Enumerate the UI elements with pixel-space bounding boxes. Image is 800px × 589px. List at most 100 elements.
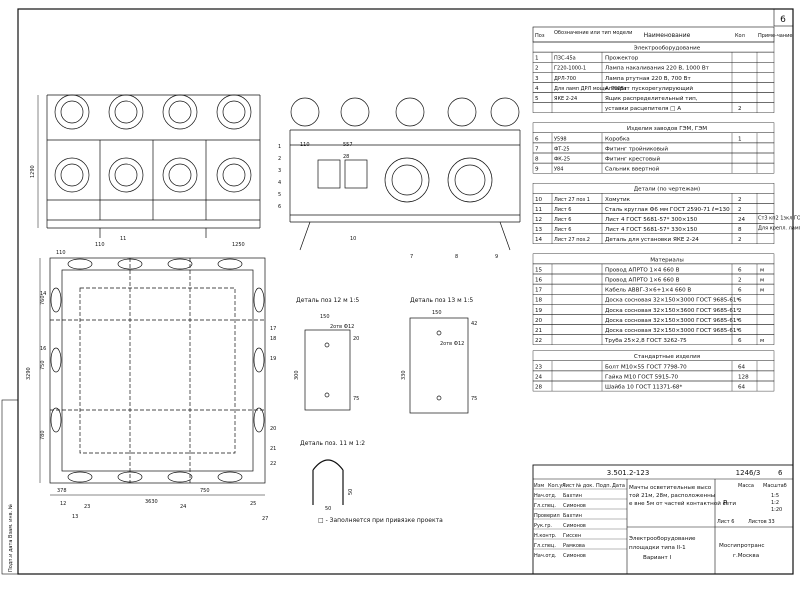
row-qty: 6 [738,288,742,294]
row-name: Прожектор [605,56,639,62]
legend-note: □ - Заполняется при привязке проекта [318,517,443,524]
tb-header-col: Подп. [596,483,612,489]
tb-person: Симонов [563,553,586,559]
tb-person: Рамкова [563,543,585,549]
row-pos: 11 [535,207,543,213]
tb-person: Бахтин [563,513,582,519]
detail-12-holes: 2отв Ф12 [330,324,354,330]
row-pos: 5 [535,96,539,102]
callout-label: 10 [350,236,356,242]
row-qty: 2 [738,106,742,112]
section-electrical: Электрооборудование [634,46,701,52]
row-qty: 24 [738,217,746,223]
row-name: Шайба 10 ГОСТ 11371-68* [605,384,682,391]
row-designation: ЯКЕ 2-24 [554,96,577,102]
row-name: Аппарат пускорегулирующий [605,85,693,92]
tb-description-2: той 21м, 28м, расположенны [629,492,715,499]
plan-dim-h3: 760 [40,295,46,305]
row-pos: 20 [535,318,543,324]
hdr-note: Приме-чание [758,33,792,39]
row-name: Деталь для установки ЯКЕ 2-24 [605,237,699,243]
callout-label: 2 [278,156,281,162]
callout-label: 4 [278,180,281,186]
row-name: Доска сосновая 32×150×3000 ГОСТ 9685-61* [605,298,739,304]
detail-13-width: 150 [432,310,442,316]
row-name: Доска сосновая 32×150×3600 ГОСТ 9685-61* [605,308,739,314]
row-qty: 8 [738,227,742,233]
row-note: Ст3 кп2 1зкл ГОСТ 380-71* [758,216,800,222]
row-pos: 12 [535,217,542,223]
tb-role: Рук.гр. [534,523,552,529]
plan-dim-h1: 780 [40,430,46,440]
callout-label: 6 [278,204,281,210]
row-designation: У598 [554,136,567,142]
row-designation: ФК-25 [554,157,570,163]
callout-label: 17 [270,326,276,332]
detail-12-title: Деталь поз 12 м 1:5 [296,297,359,304]
sheet-no: 6 [778,469,783,477]
row-name: Ящик распределительный тип, [605,95,698,102]
tb-org-city: г.Москва [733,553,759,559]
tb-scale: 1:2 [771,500,779,506]
callout-label: 12 [60,501,66,507]
plan-view [39,257,266,496]
callout-label: 3 [278,168,281,174]
callout-label: 18 [270,336,276,342]
tb-person: Бахтин [563,493,582,499]
plan-dim-w2: 3630 [145,499,158,505]
row-name: Провод АПРТО 1×4 660 В [605,267,680,273]
front-height-dim: 1290 [30,165,36,178]
section-standard: Стандартные изделия [634,354,700,360]
tb-subtitle-2: площадки типа II-1 [629,545,686,551]
row-pos: 3 [535,76,539,82]
detail-13-title: Деталь поз 13 м 1:5 [410,297,473,304]
row-pos: 15 [535,267,543,273]
detail-12-width: 150 [320,314,330,320]
row-pos: 19 [535,308,543,314]
tb-description: Мачты осветительные высо [629,485,712,491]
row-name: Труба 25×2,8 ГОСТ 3262-75 [604,338,687,344]
row-name: Доска сосновая 32×150×3000 ГОСТ 9685-61* [605,328,739,334]
tb-role: Проверил [534,513,560,519]
row-qty: 2 [738,278,742,284]
callout-label: 27 [262,516,268,522]
tb-mass-label: Масса [738,483,754,489]
detail-13-holes: 2отв Ф12 [440,341,464,347]
sheet-number: 6 [780,15,786,25]
detail-13-plate [409,317,469,414]
row-name: Доска сосновая 32×150×3000 ГОСТ 9685-61* [605,318,739,324]
tb-scale-label: Масштаб [763,483,787,489]
tb-role: Нач.отд. [534,493,557,499]
row-designation: ДРЛ-700 [554,76,576,82]
row-unit: м [760,267,764,273]
row-name: Сальник ввертной [605,166,660,173]
row-unit: м [760,278,764,284]
sheet-ref: 1246/3 [736,469,761,477]
row-designation: Лист 6 [554,207,571,213]
row-qty: 6 [738,318,742,324]
tb-sheet-label: Лист 6 [717,519,734,525]
row-pos: 8 [535,157,539,163]
row-unit: м [760,288,764,294]
plan-dim-edge: 110 [56,250,66,256]
front-elevation [37,94,261,238]
row-designation: Г220-1000-1 [554,66,586,72]
row-qty: 6 [738,267,742,273]
row-designation: ФТ-25 [554,146,570,152]
plan-dim-h2: 750 [40,360,46,370]
row-name: Лампа накаливания 220 В, 1000 Вт [605,66,710,72]
detail-12-height: 300 [294,370,300,380]
callout-label: 5 [278,192,281,198]
tb-subtitle: Электрооборудование [629,536,696,542]
row-pos: 21 [535,328,543,334]
tb-header-col: № док. [576,483,594,489]
row-name: Гайка М10 ГОСТ 5915-70 [605,373,679,380]
row-pos: 7 [535,146,539,152]
detail-11-title: Деталь поз. 11 м 1:2 [300,440,365,447]
sheet-frame [17,8,794,575]
row-name: Кабель АВВГ-3×6+1×4 660 В [605,288,691,294]
callout-label: 22 [270,461,276,467]
row-pos: 1 [535,56,539,62]
